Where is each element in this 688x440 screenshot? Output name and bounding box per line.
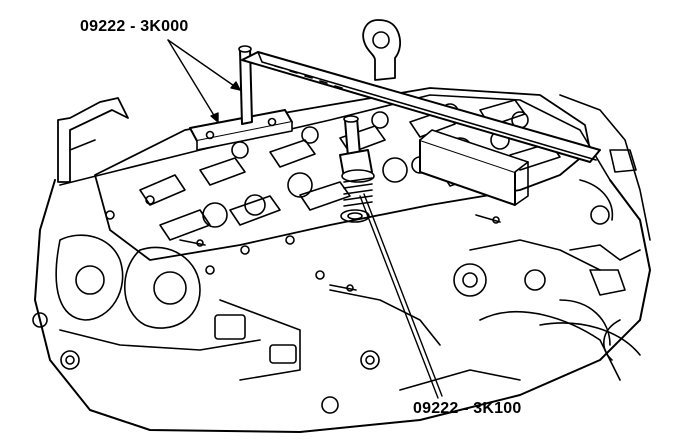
engine-block	[32, 94, 651, 433]
tool-label-3k100: 09222 - 3K100	[413, 400, 522, 417]
right-components	[539, 94, 651, 361]
callout-leaders	[167, 39, 443, 399]
left-bracket	[57, 97, 129, 183]
tool-label-3k000: 09222 - 3K000	[80, 18, 189, 35]
tool-3k000	[189, 45, 601, 206]
lifting-eye	[362, 19, 402, 81]
tool-3k100	[339, 115, 375, 223]
